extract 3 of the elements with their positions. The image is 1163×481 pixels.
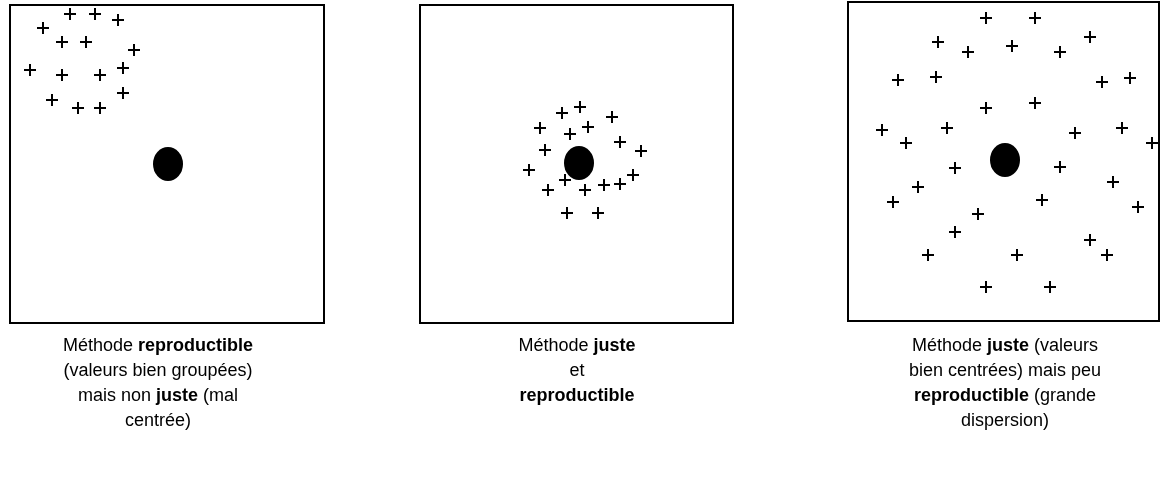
caption-text: Méthode juste (valeurs bien centrées) mais peu reproductible (grande dispersion)	[907, 334, 1103, 432]
caption-text: Méthode juste et reproductible	[517, 334, 637, 407]
caption-text: Méthode reproductible (valeurs bien groupées) mais non juste (mal centrée)	[61, 334, 255, 432]
